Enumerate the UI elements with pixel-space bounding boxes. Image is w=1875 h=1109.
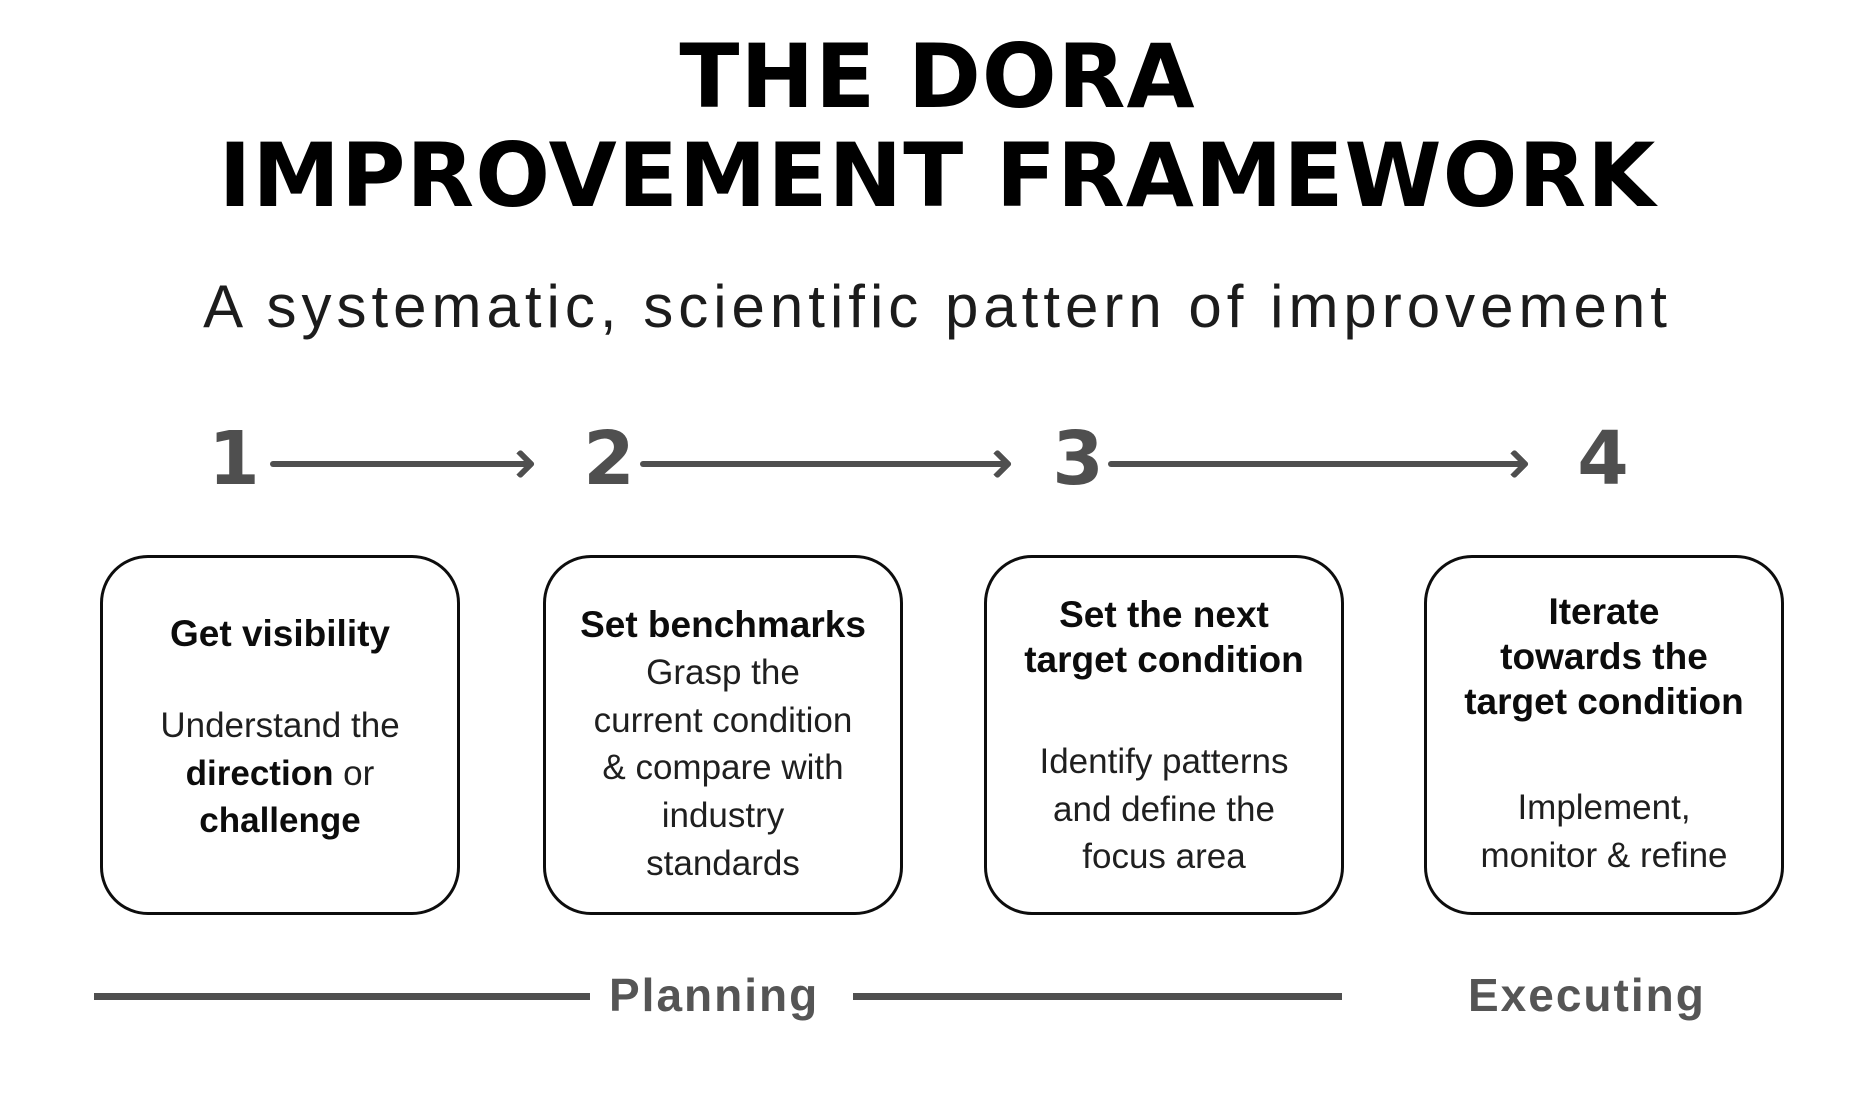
arrow-right-icon-1 (270, 461, 528, 467)
arrow-right-icon-2 (640, 461, 1005, 467)
step-number-3: 3 (1052, 416, 1104, 502)
box-title: Get visibility (169, 613, 390, 654)
page-subtitle: A systematic, scientific pattern of impr… (203, 273, 1672, 340)
step-number-2: 2 (583, 416, 635, 502)
box-title: Set benchmarks (580, 604, 866, 645)
planning-line-right (853, 993, 1342, 1000)
step-number-1: 1 (208, 416, 260, 502)
arrow-right-icon-3 (1108, 461, 1522, 467)
page-title-line-2: IMPROVEMENT FRAMEWORK (218, 123, 1657, 227)
box-body: Implement,monitor & refine (1480, 788, 1728, 875)
page-title-line-1: THE DORA (679, 25, 1196, 128)
phase-executing-label: Executing (1468, 969, 1706, 1021)
step-number-4: 4 (1577, 416, 1629, 502)
planning-line-left (94, 993, 590, 1000)
page-title: THE DORA IMPROVEMENT FRAMEWORK (0, 25, 1875, 227)
phase-planning-label: Planning (609, 969, 820, 1021)
